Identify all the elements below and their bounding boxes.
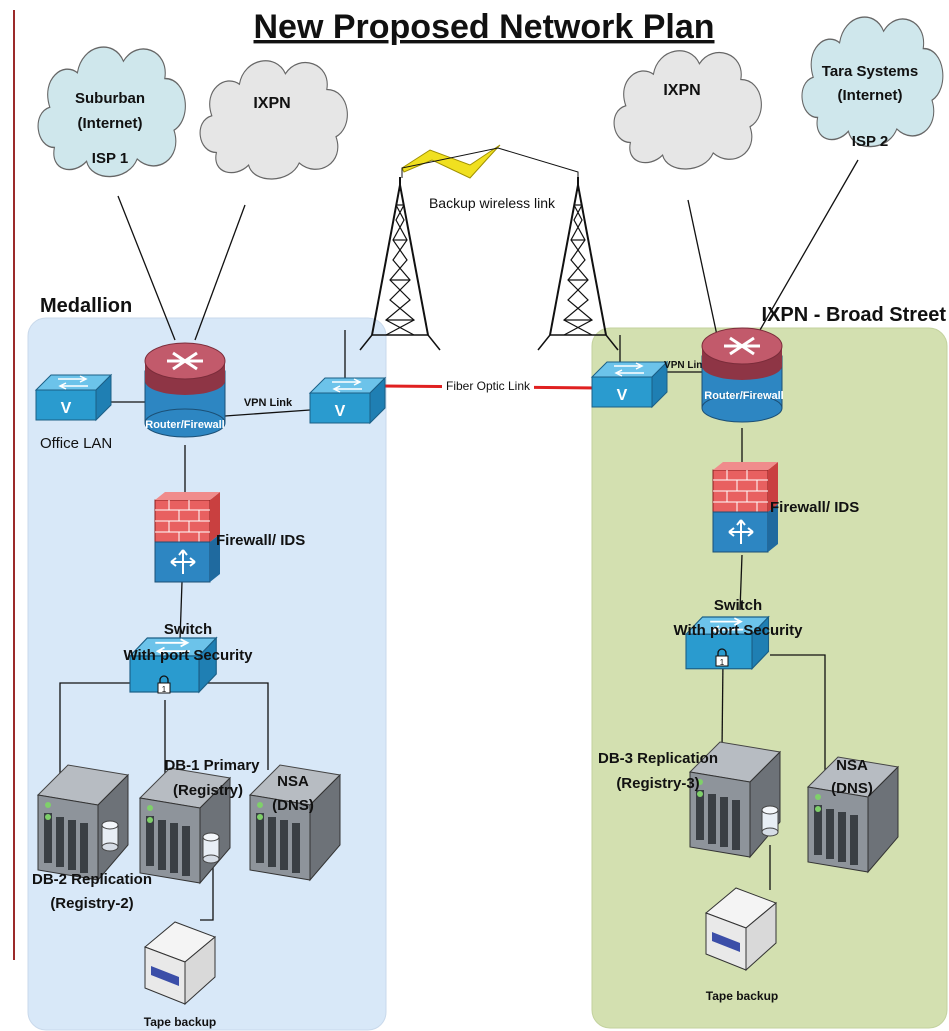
diagram-title: New Proposed Network Plan [254,8,715,46]
nsa-right-line1: NSA [836,757,868,774]
firewall-left-icon [154,491,221,583]
nsa-left-line2: (DNS) [272,797,314,814]
router-left-label: Router/Firewall [145,419,224,431]
svg-text:V: V [335,403,346,420]
db2-cylinder-icon [101,820,119,852]
nsa-left-line1: NSA [277,773,309,790]
switch-right-line2: With port Security [673,622,803,639]
svg-text:V: V [61,400,72,417]
vpn-switch-left-icon: V [309,377,386,424]
site-title-broad-street: IXPN - Broad Street [762,304,947,326]
office-lan-switch-icon: V [35,374,112,421]
vpn-link-left-label: VPN Link [244,397,293,409]
db1-line2: (Registry) [173,782,243,799]
cloud-isp2-line1: Tara Systems [822,63,918,80]
router-right-icon [700,326,784,424]
cloud-ixpn-left-label: IXPN [253,95,290,112]
fiber-label-bg [442,378,534,394]
db1-cylinder-icon [202,832,220,864]
router-right-label: Router/Firewall [704,390,783,402]
db1-line1: DB-1 Primary [164,757,260,774]
tape-backup-left-label: Tape backup [144,1015,216,1029]
db3-line1: DB-3 Replication [598,750,718,767]
db3-line2: (Registry-3) [616,775,699,792]
db3-cylinder-icon [761,805,779,837]
firewall-right-icon [712,461,779,553]
backup-wireless-label: Backup wireless link [429,195,556,211]
nsa-right-line2: (DNS) [831,780,873,797]
switch-left-line1: Switch [164,621,212,638]
lightning-bolt-icon [401,144,501,179]
cloud-ixpn-left [199,60,348,180]
switch-left-line2: With port Security [123,647,253,664]
tape-backup-right-label: Tape backup [706,989,778,1003]
firewall-right-label: Firewall/ IDS [770,499,859,516]
cloud-isp2 [801,16,944,148]
cloud-isp1-line1: Suburban [75,90,145,107]
firewall-left-label: Firewall/ IDS [216,532,305,549]
site-title-medallion: Medallion [40,295,132,317]
db2-line2: (Registry-2) [50,895,133,912]
cloud-ixpn-right [613,50,762,170]
vpn-link-right-label: VPN Link [664,360,708,371]
cloud-isp1-line2: (Internet) [78,115,143,132]
cloud-isp2-line3: ISP 2 [852,133,888,150]
cloud-isp2-line2: (Internet) [838,87,903,104]
db2-line1: DB-2 Replication [32,871,152,888]
cloud-ixpn-right-label: IXPN [663,82,700,99]
svg-text:V: V [617,387,628,404]
fiber-optic-label: Fiber Optic Link [446,379,531,393]
switch-right-line1: Switch [714,597,762,614]
vpn-switch-right-icon: V [591,361,668,408]
office-lan-label: Office LAN [40,435,112,452]
cloud-isp1-line3: ISP 1 [92,150,128,167]
